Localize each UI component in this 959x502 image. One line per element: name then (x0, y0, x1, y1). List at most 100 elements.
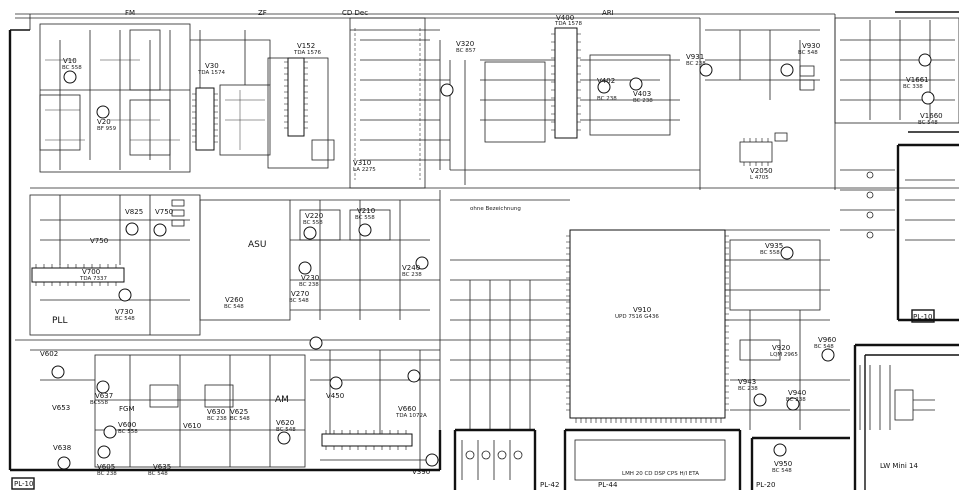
label-v943: V943 (738, 378, 756, 386)
label-v625-sub: BC 548 (230, 416, 250, 422)
label-v230-sub: BC 238 (299, 282, 319, 288)
label-v931: V931 (686, 53, 704, 61)
block-label-asu: ASU (248, 240, 266, 250)
right-top-section (834, 17, 959, 322)
transistor-v403 (629, 77, 643, 91)
label-v930: V930 (802, 42, 820, 50)
label-v602: V602 (40, 350, 58, 358)
label-v830: V750 (155, 208, 173, 216)
label-v2050-sub: L 4705 (750, 175, 769, 181)
label-v220-sub: BC 558 (303, 220, 323, 226)
asu-section (199, 199, 440, 321)
label-v620: V620 (276, 419, 294, 427)
label-v320-sub: BC 857 (456, 48, 476, 54)
label-v1660: V1660 (920, 112, 943, 120)
transistor-v10 (63, 70, 77, 84)
label-v940: V940 (788, 389, 806, 397)
label-v30: V30 (205, 62, 219, 70)
transistor-v931 (699, 63, 713, 77)
label-v30-sub: TDA 1574 (197, 70, 226, 76)
connector-pl42-label: PL-42 (540, 481, 559, 489)
label-v935: V935 (765, 242, 783, 250)
transistor-v620 (277, 431, 291, 445)
note-ohne-bezeichnung: ohne Bezeichnung (470, 206, 521, 212)
label-v910: V910 (633, 306, 651, 314)
label-v630-sub: BC 238 (207, 416, 227, 422)
label-v1660-sub: BC 548 (918, 120, 938, 126)
label-v825: V825 (125, 208, 143, 216)
label-v400-sub: TDA 1578 (554, 21, 583, 27)
transistor-v960 (821, 348, 835, 362)
transistor-v940 (786, 397, 800, 411)
block-label-am: AM (275, 395, 289, 405)
label-v400: V400 (556, 14, 574, 22)
transistor-v240 (415, 256, 429, 270)
section-label-ari: ARI (602, 9, 614, 17)
label-v930-sub: BC 548 (798, 50, 818, 56)
label-v605: V605 (97, 463, 115, 471)
section-label-zf: ZF (258, 9, 267, 17)
outer-frame (8, 11, 959, 472)
label-v660: V660 (398, 405, 416, 413)
label-v730: V730 (115, 308, 133, 316)
power-section (705, 29, 820, 166)
label-v600: V600 (118, 421, 136, 429)
label-v700: V700 (82, 268, 100, 276)
transistor-v1660 (921, 91, 935, 105)
label-v240-sub: BC 238 (402, 272, 422, 278)
label-v152: V152 (297, 42, 315, 50)
label-v653: V653 (52, 404, 70, 412)
label-v920-sub: LQM 2965 (770, 352, 798, 358)
label-v402: V402 (597, 77, 615, 85)
label-v10: V10 (63, 57, 77, 65)
label-v1661: V1661 (906, 76, 929, 84)
ari-section (480, 27, 680, 143)
transistor-v730 (118, 288, 132, 302)
label-v310-sub: LA 2275 (353, 167, 376, 173)
connector-lw-label: LW Mini 14 (880, 462, 918, 470)
block-label-pll: PLL (52, 316, 67, 326)
label-v950-sub: BC 548 (772, 468, 792, 474)
transistor-v210 (358, 223, 372, 237)
label-v960-sub: BC 548 (814, 344, 834, 350)
label-v210: V210 (357, 207, 375, 215)
transistor-v943 (753, 393, 767, 407)
transistor-v1661 (918, 53, 932, 67)
main-dividers (15, 14, 959, 430)
label-v605-sub: BC 238 (97, 471, 117, 477)
label-v240: V240 (402, 264, 420, 272)
label-v270: V270 (291, 290, 309, 298)
transistor-v825 (125, 222, 139, 236)
connector-pl20-label: PL-20 (756, 481, 775, 489)
label-v403-sub: BC 238 (633, 98, 653, 104)
label-v620-sub: BC 548 (276, 427, 296, 433)
transistor-v637 (96, 380, 110, 394)
switch-contacts (859, 365, 935, 430)
transistor-v935 (780, 246, 794, 260)
transistor-v600 (103, 425, 117, 439)
lower-mid-section (310, 350, 440, 470)
label-v931-sub: BC 238 (686, 61, 706, 67)
transistor-v930 (780, 63, 794, 77)
label-v600-sub: BC 558 (118, 429, 138, 435)
block-label-fgm: FGM (119, 405, 135, 413)
microcontroller-v910 (450, 199, 830, 430)
label-v10-sub: BC 558 (62, 65, 82, 71)
transistor-v450-top (309, 336, 323, 350)
label-v660-sub: TDA 1072A (395, 413, 427, 419)
label-v638: V638 (53, 444, 71, 452)
label-v2050: V2050 (750, 167, 773, 175)
connector-pl10-left (11, 477, 35, 490)
label-v730-sub: BC 548 (115, 316, 135, 322)
transistor-v220 (303, 226, 317, 240)
label-v403: V403 (633, 90, 651, 98)
section-label-fm: FM (125, 9, 135, 17)
fm-tuner-section (39, 23, 191, 173)
label-v637: V637 (95, 392, 113, 400)
transistor-v638 (57, 456, 71, 470)
label-v320: V320 (456, 40, 474, 48)
connector-pl10-right (911, 309, 935, 323)
transistor-v450 (329, 376, 343, 390)
transistor-v390 (425, 453, 439, 467)
label-v637-sub: BC558 (90, 400, 109, 406)
